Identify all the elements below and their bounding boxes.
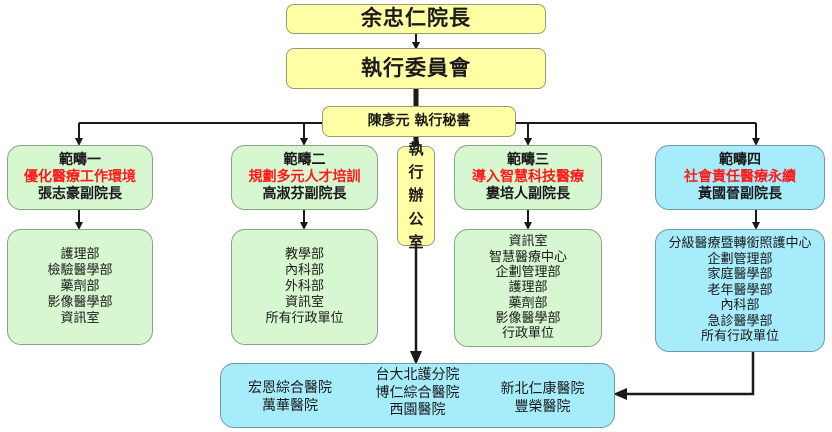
hospitals-center: 台大北護分院 博仁綜合醫院 西園醫院 bbox=[350, 367, 485, 420]
hospital-item: 新北仁康醫院 bbox=[500, 381, 585, 397]
unit-item: 分級醫療暨轉銜照護中心 bbox=[668, 235, 812, 251]
office-char: 行 bbox=[408, 163, 424, 182]
unit-item: 教學部 bbox=[284, 247, 324, 263]
category-lead: 婁培人副院長 bbox=[486, 186, 570, 203]
unit-item: 行政單位 bbox=[501, 326, 554, 342]
unit-item: 家庭醫學部 bbox=[707, 267, 773, 283]
category-4-units: 分級醫療暨轉銜照護中心 企劃管理部 家庭醫學部 老年醫學部 內科部 急診醫學部 … bbox=[655, 229, 825, 352]
category-theme: 社會責任醫療永續 bbox=[684, 168, 796, 185]
category-3-units: 資訊室 智慧醫療中心 企劃管理部 護理部 藥劑部 影像醫學部 行政單位 bbox=[454, 229, 602, 347]
unit-item: 影像醫學部 bbox=[47, 294, 113, 310]
category-1-node: 範疇一 優化醫療工作環境 張志豪副院長 bbox=[7, 145, 153, 210]
unit-item: 急診醫學部 bbox=[707, 313, 773, 329]
unit-item: 藥劑部 bbox=[60, 279, 100, 295]
category-theme: 優化醫療工作環境 bbox=[24, 168, 136, 185]
unit-item: 內科部 bbox=[720, 298, 760, 314]
unit-item: 老年醫學部 bbox=[707, 282, 773, 298]
office-char: 執 bbox=[408, 139, 424, 158]
executive-office-node: 執 行 辦 公 室 bbox=[397, 140, 435, 251]
unit-item: 資訊室 bbox=[508, 234, 548, 250]
committee-node: 執行委員會 bbox=[286, 48, 546, 89]
office-char: 室 bbox=[408, 232, 424, 251]
category-label: 範疇四 bbox=[719, 151, 761, 168]
category-2-units: 教學部 內科部 外科部 資訊室 所有行政單位 bbox=[231, 229, 378, 345]
category-3-node: 範疇三 導入智慧科技醫療 婁培人副院長 bbox=[454, 145, 602, 210]
unit-item: 所有行政單位 bbox=[265, 310, 344, 326]
category-lead: 高淑芬副院長 bbox=[262, 186, 347, 203]
category-lead: 張志豪副院長 bbox=[38, 186, 122, 203]
secretary-node: 陳彥元 執行秘書 bbox=[322, 106, 516, 137]
category-label: 範疇一 bbox=[59, 151, 101, 168]
category-1-units: 護理部 檢驗醫學部 藥劑部 影像醫學部 資訊室 bbox=[7, 229, 153, 345]
partner-hospitals-node bbox=[220, 363, 615, 428]
category-label: 範疇二 bbox=[283, 151, 326, 168]
unit-item: 護理部 bbox=[60, 247, 100, 263]
unit-item: 智慧醫療中心 bbox=[488, 249, 567, 265]
category-lead: 黃國晉副院長 bbox=[698, 186, 782, 203]
hospital-item: 博仁綜合醫院 bbox=[375, 384, 460, 401]
hospital-item: 豐榮醫院 bbox=[514, 398, 571, 415]
president-label: 余忠仁院長 bbox=[361, 6, 471, 31]
unit-item: 資訊室 bbox=[284, 294, 324, 310]
category-theme: 規劃多元人才培訓 bbox=[248, 168, 361, 185]
hospitals-left: 宏恩綜合醫院 萬華醫院 bbox=[220, 380, 360, 415]
unit-item: 影像醫學部 bbox=[495, 310, 561, 326]
committee-label: 執行委員會 bbox=[361, 55, 471, 80]
unit-item: 藥劑部 bbox=[508, 295, 548, 311]
category-4-node: 範疇四 社會責任醫療永續 黃國晉副院長 bbox=[655, 145, 825, 210]
secretary-label: 陳彥元 執行秘書 bbox=[367, 112, 471, 129]
hospital-item: 台大北護分院 bbox=[375, 367, 460, 383]
unit-item: 企劃管理部 bbox=[495, 265, 561, 280]
category-label: 範疇三 bbox=[507, 151, 549, 168]
unit-item: 資訊室 bbox=[60, 310, 100, 326]
hospitals-right: 新北仁康醫院 豐榮醫院 bbox=[475, 381, 610, 416]
unit-item: 企劃管理部 bbox=[707, 251, 773, 267]
edge-cat4-hospitals bbox=[613, 352, 755, 400]
unit-item: 所有行政單位 bbox=[700, 329, 779, 345]
hospital-item: 萬華醫院 bbox=[262, 397, 318, 414]
unit-item: 檢驗醫學部 bbox=[47, 263, 113, 279]
office-char: 辦 bbox=[408, 186, 424, 205]
unit-item: 外科部 bbox=[284, 279, 324, 295]
category-2-node: 範疇二 規劃多元人才培訓 高淑芬副院長 bbox=[231, 145, 378, 210]
unit-item: 護理部 bbox=[508, 280, 548, 296]
category-theme: 導入智慧科技醫療 bbox=[472, 168, 584, 185]
hospital-item: 西園醫院 bbox=[389, 402, 446, 418]
president-node: 余忠仁院長 bbox=[286, 4, 546, 34]
hospital-item: 宏恩綜合醫院 bbox=[248, 380, 332, 396]
unit-item: 內科部 bbox=[284, 263, 324, 279]
office-char: 公 bbox=[408, 209, 424, 228]
